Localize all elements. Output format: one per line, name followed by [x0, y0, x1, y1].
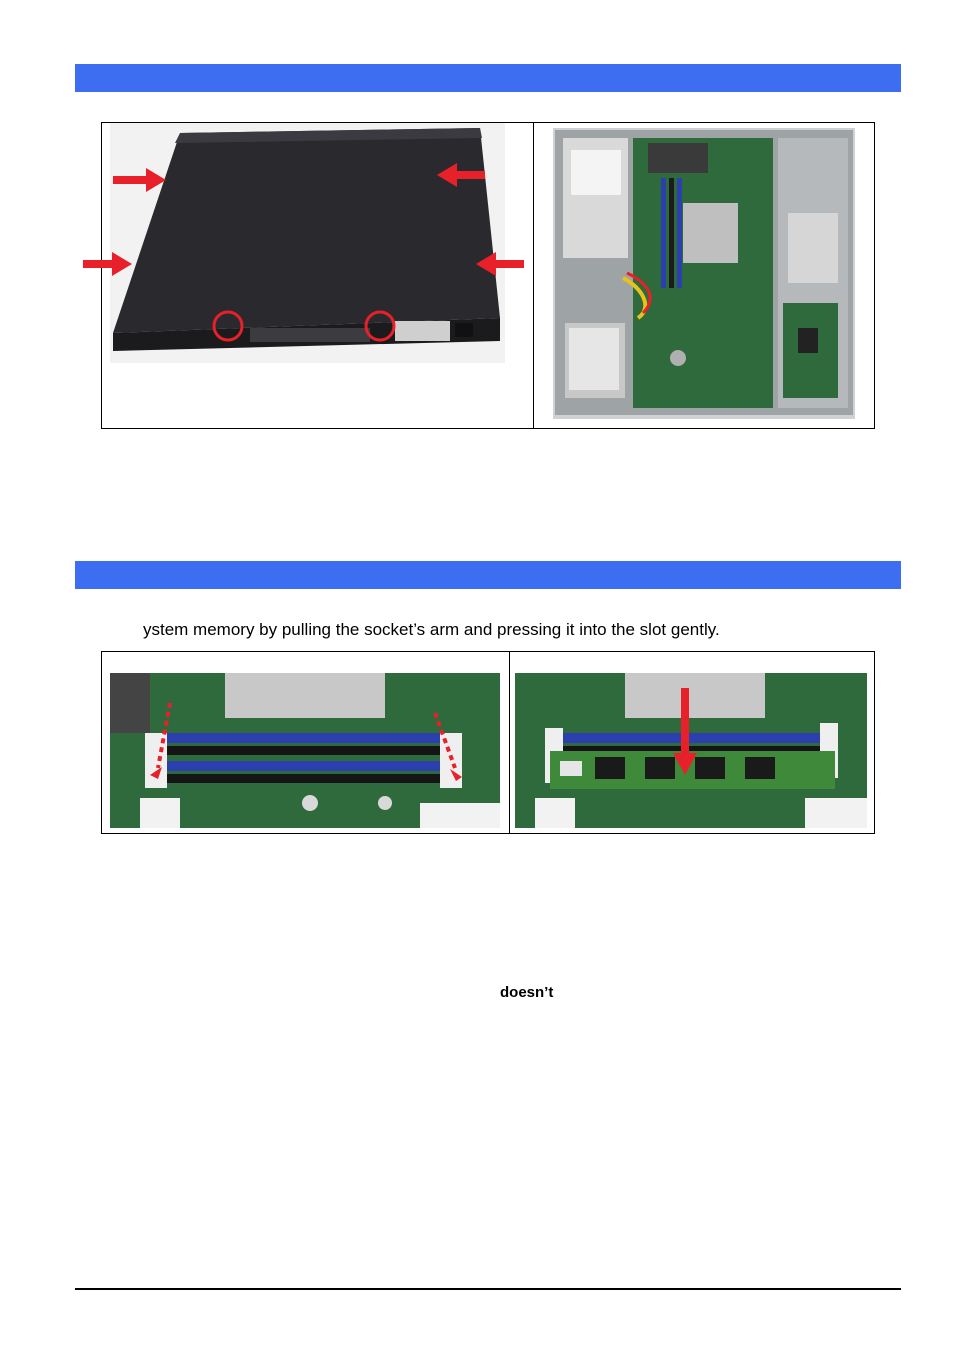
- screw-circle-icon: [364, 310, 396, 342]
- section-header-bar-2: [75, 561, 901, 589]
- arrow-icon: [83, 163, 524, 276]
- chassis-interior-photo: [553, 128, 855, 419]
- section-header-bar-1: [75, 64, 901, 92]
- emphasis-text: doesn’t: [500, 984, 554, 1001]
- figure-table-memory: [101, 651, 875, 834]
- chassis-cover-photo: [80, 123, 528, 363]
- memory-slot-open-photo: [110, 673, 500, 828]
- footer-rule: [75, 1288, 901, 1290]
- memory-insert-photo: [515, 673, 867, 828]
- screw-circle-icon: [212, 310, 244, 342]
- dashed-arrow-icon: [156, 702, 457, 769]
- figure-table-chassis: [101, 122, 875, 429]
- figure-table-divider: [533, 122, 534, 429]
- down-arrow-icon: [673, 688, 697, 775]
- memory-instruction-text: ystem memory by pulling the socket’s arm…: [143, 620, 720, 639]
- figure-table-divider: [509, 651, 510, 834]
